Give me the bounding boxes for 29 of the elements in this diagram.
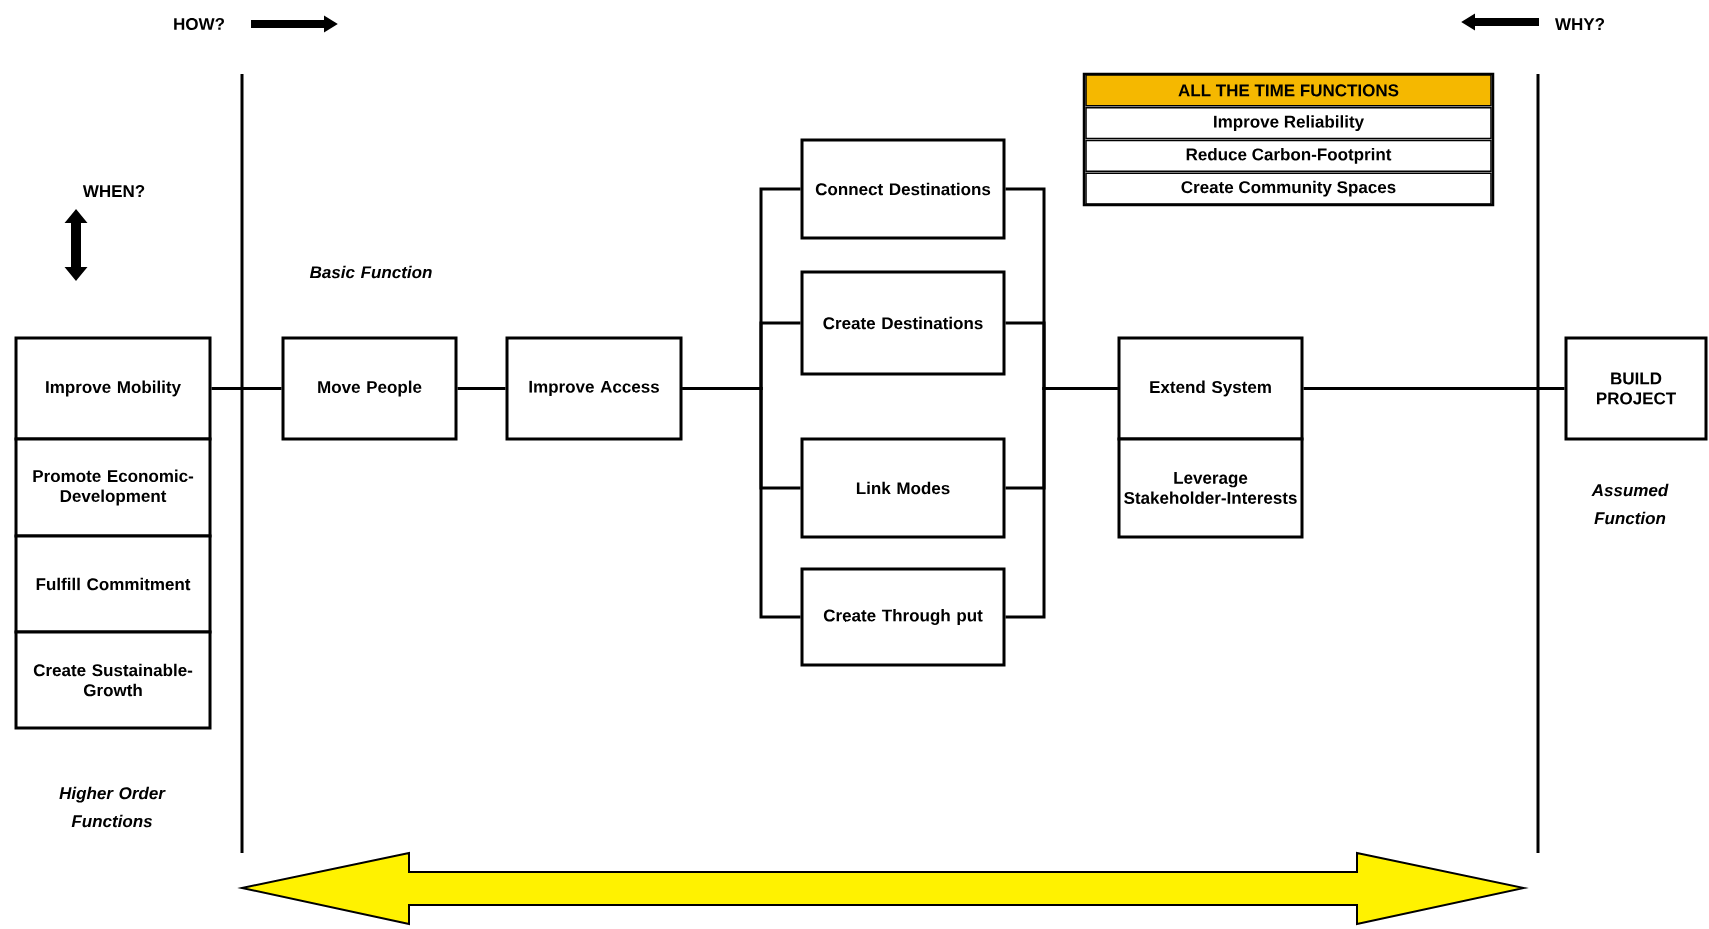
function-box: Link Modes xyxy=(800,437,1006,539)
function-box: Extend System xyxy=(1117,336,1304,441)
table-row: Improve Reliability xyxy=(1085,107,1492,140)
function-box: Create Through put xyxy=(800,567,1006,667)
side-label: Assumed Function xyxy=(1591,483,1669,525)
side-label: HOW? xyxy=(174,18,224,31)
function-box: Create Sustainable-Growth xyxy=(14,630,212,730)
table-row: Reduce Carbon-Footprint xyxy=(1085,139,1492,172)
connector-line xyxy=(211,387,282,390)
table-row: Create Community Spaces xyxy=(1085,172,1492,205)
function-box: Improve Access xyxy=(505,336,683,441)
side-label: Basic Function xyxy=(309,265,432,279)
function-box: Connect Destinations xyxy=(800,138,1006,240)
function-box: Promote Economic-Development xyxy=(14,437,212,538)
side-label: Higher Order Functions xyxy=(59,786,166,828)
function-box: BUILD PROJECT xyxy=(1564,336,1708,441)
function-box: Fulfill Commitment xyxy=(14,534,212,634)
connector-line xyxy=(457,387,506,390)
table-header: ALL THE TIME FUNCTIONS xyxy=(1085,74,1492,107)
side-label: WHY? xyxy=(1555,18,1605,30)
connector-line xyxy=(1303,387,1565,390)
function-box: Improve Mobility xyxy=(14,336,212,441)
function-box: Leverage Stakeholder-Interests xyxy=(1117,437,1304,539)
connector-line xyxy=(682,387,801,619)
functions-table xyxy=(1082,72,1495,207)
connector-line xyxy=(1005,387,1118,619)
side-label: WHEN? xyxy=(82,185,145,197)
function-box: Move People xyxy=(281,336,458,441)
function-box: Create Destinations xyxy=(800,270,1006,376)
